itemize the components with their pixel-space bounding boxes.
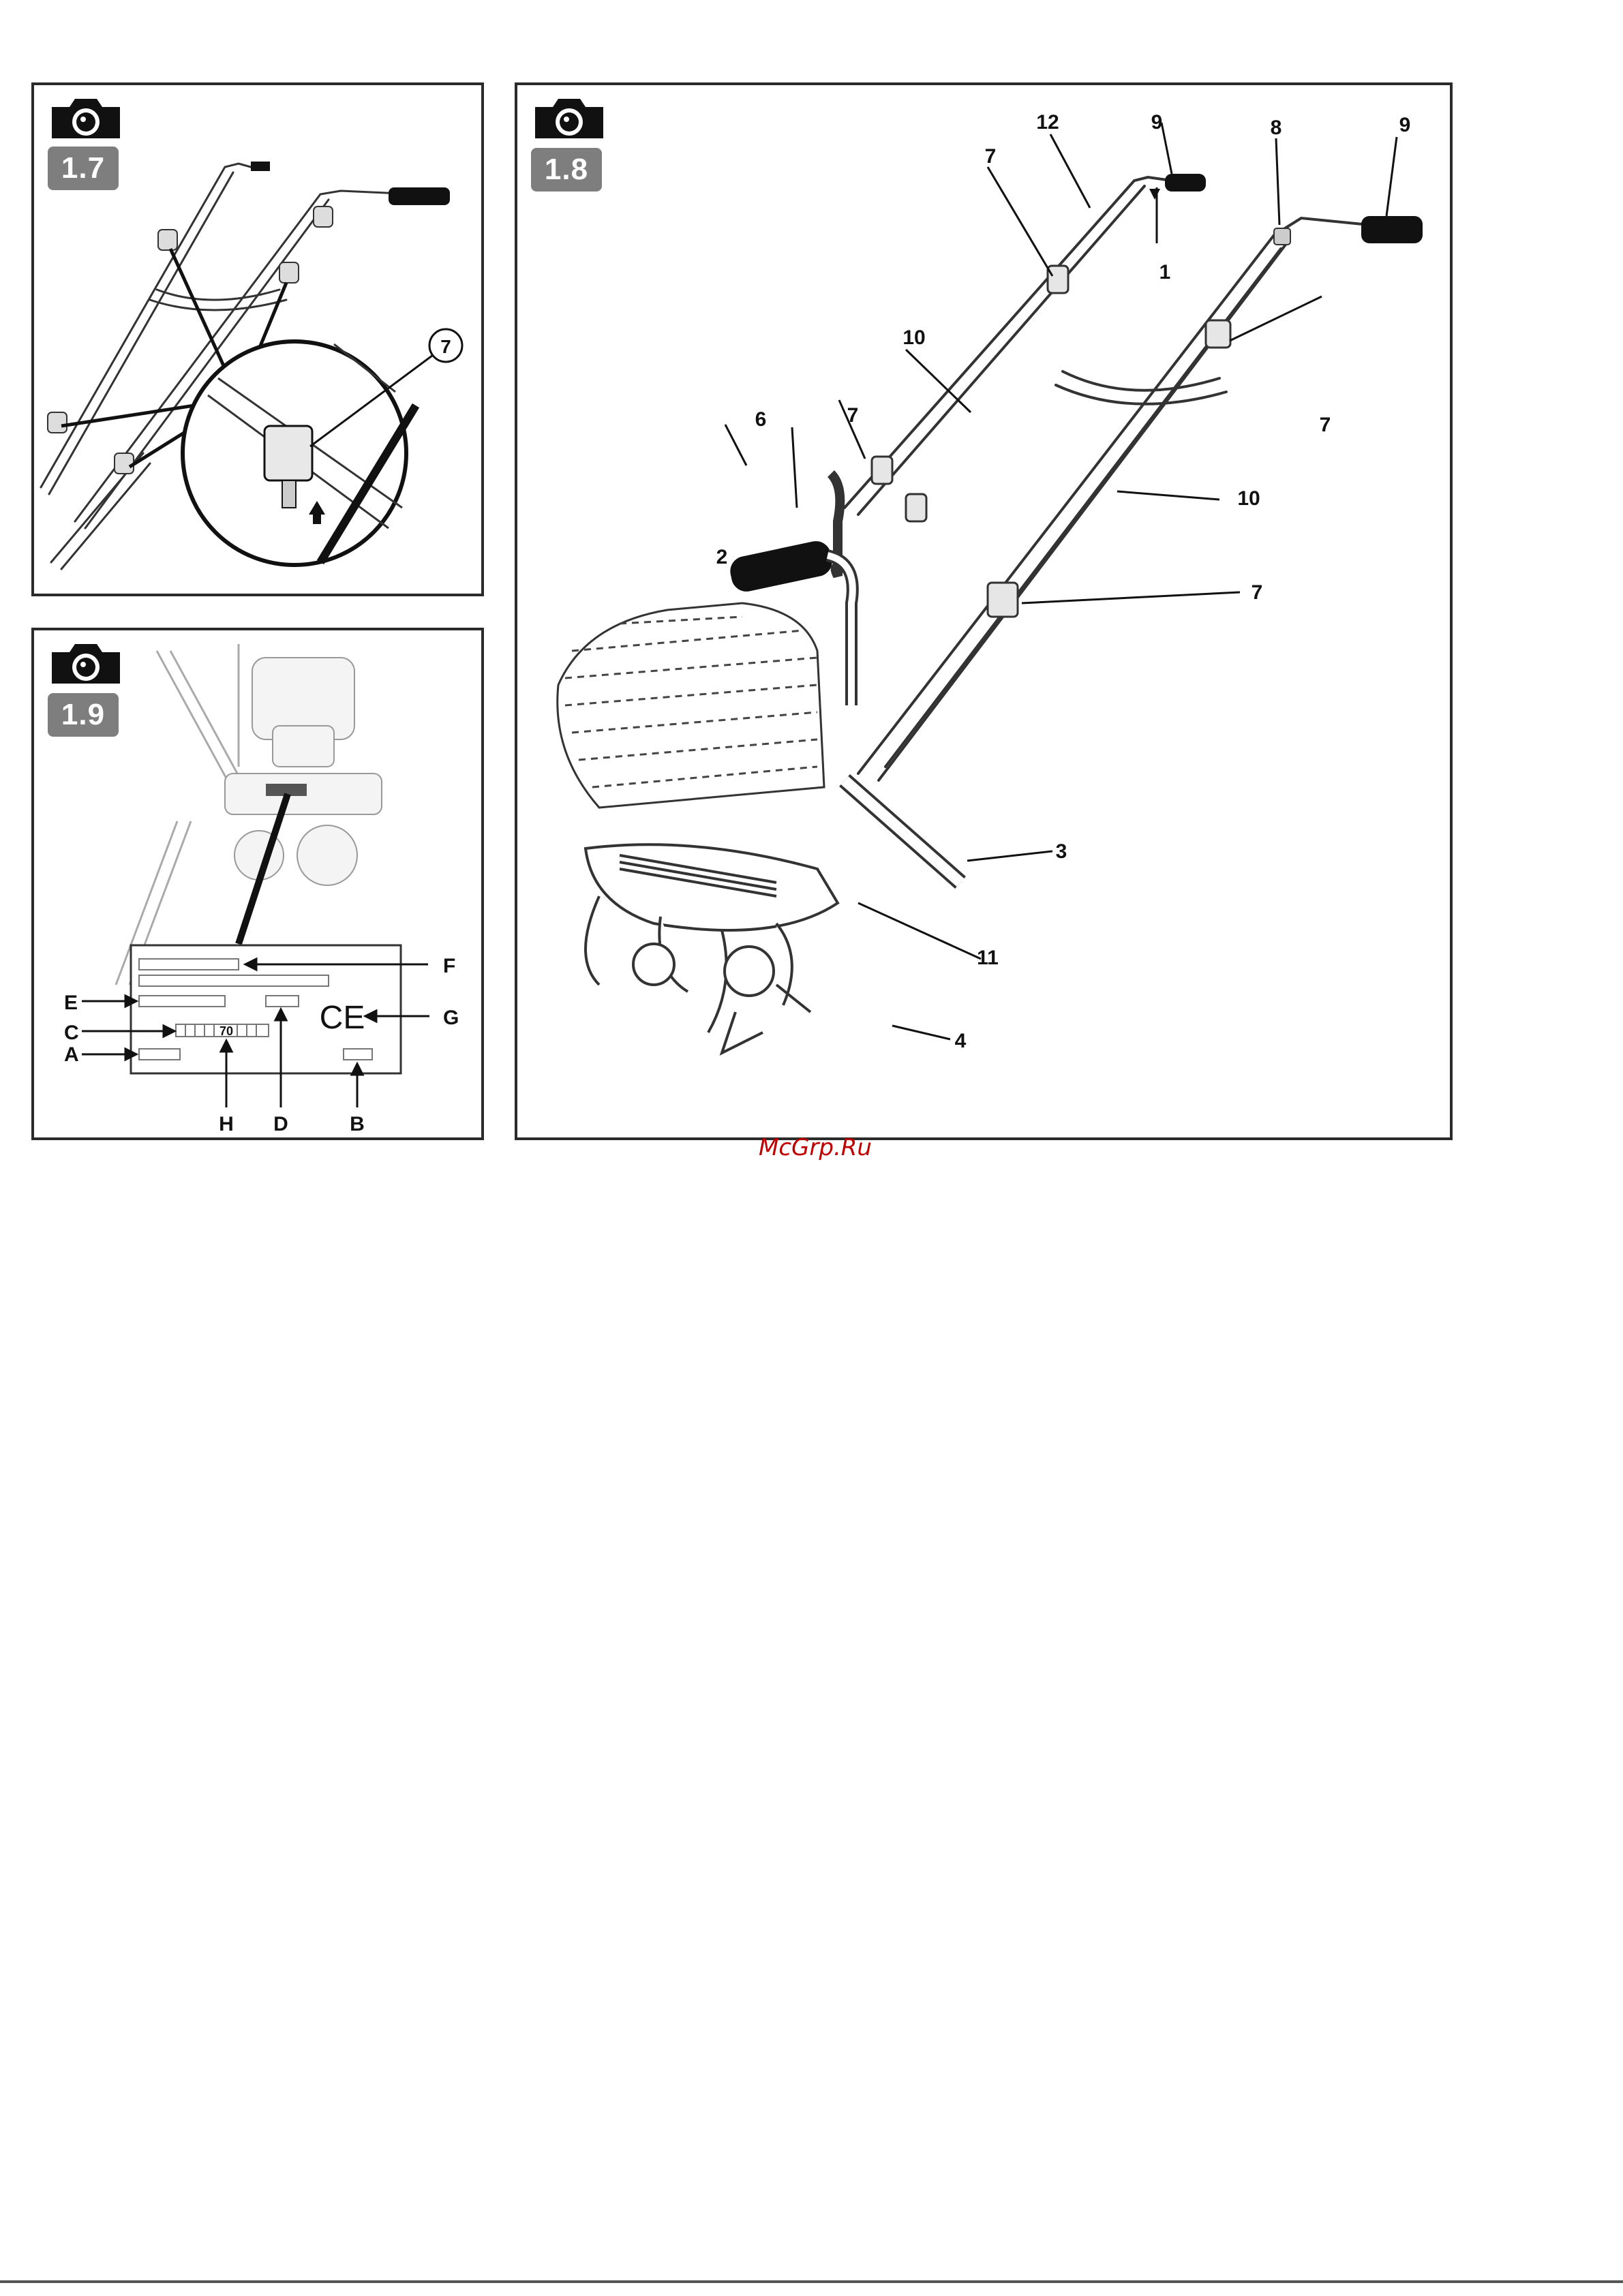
callout-7-right: 7 (1320, 414, 1331, 436)
watermark: McGrp.Ru (747, 1134, 883, 1161)
grip-left-fig17 (251, 162, 270, 171)
figure-1-9: 70 CE F E G C A H D B 1.9 (31, 628, 484, 1140)
camera-icon (48, 96, 124, 141)
grip-right-fig17 (389, 187, 450, 205)
label-B: B (350, 1113, 365, 1135)
callout-8: 8 (1271, 117, 1282, 139)
figure-1-7: 7 1.7 (31, 82, 484, 596)
label-H: H (219, 1113, 234, 1135)
grip-right (1361, 216, 1423, 243)
callout-7-lower: 7 (1252, 581, 1263, 604)
label-G: G (443, 1007, 459, 1029)
camera-icon (531, 96, 607, 141)
ce-mark: CE (320, 1000, 365, 1036)
label-A: A (64, 1043, 79, 1066)
label-F: F (443, 955, 455, 977)
callout-3: 3 (1056, 840, 1067, 863)
figure-badge-1-7: 1.7 (48, 147, 119, 190)
callout-1: 1 (1159, 261, 1171, 284)
figure-badge-1-8: 1.8 (531, 148, 602, 192)
callout-4: 4 (955, 1030, 967, 1052)
plate-value: 70 (219, 1024, 233, 1038)
callout-9-left: 9 (1151, 111, 1163, 134)
grip-left (1165, 174, 1206, 192)
callout-7-fig17: 7 (440, 336, 451, 357)
callout-7-mid: 7 (847, 404, 859, 427)
callout-11: 11 (977, 947, 999, 969)
front-grip (727, 538, 835, 594)
callout-2: 2 (716, 546, 728, 568)
callout-9-right: 9 (1399, 114, 1411, 136)
figure-1-8: 9 12 7 8 9 1 10 7 10 7 6 7 2 3 11 4 1.8 (515, 82, 1453, 1140)
callout-10-upper: 10 (902, 326, 925, 349)
figure-1-8-drawing: 9 12 7 8 9 1 10 7 10 7 6 7 2 3 11 4 (517, 85, 1450, 1137)
label-D: D (273, 1113, 288, 1135)
callout-6: 6 (755, 408, 767, 431)
label-E: E (64, 992, 78, 1014)
figure-badge-1-9: 1.9 (48, 693, 119, 737)
bottom-rule (0, 2280, 1623, 2283)
label-C: C (64, 1022, 79, 1044)
callout-7-top: 7 (985, 145, 997, 168)
camera-icon (48, 641, 124, 686)
callout-12: 12 (1036, 111, 1059, 134)
callout-10-lower: 10 (1237, 487, 1260, 510)
